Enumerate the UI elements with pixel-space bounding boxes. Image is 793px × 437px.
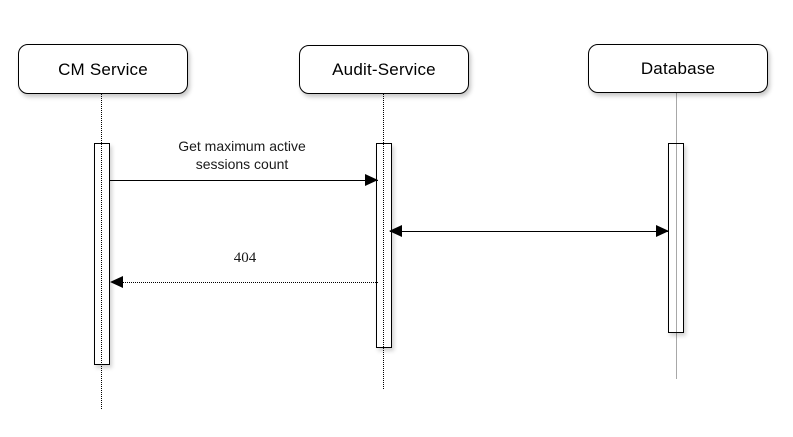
activation-bar-audit-service	[376, 143, 392, 348]
message-line-get-max-active-sessions[interactable]	[110, 180, 378, 181]
participant-box-database[interactable]: Database	[588, 44, 768, 93]
lifeline-audit-service	[383, 94, 384, 389]
message-label-get-max-active-sessions: Get maximum active sessions count	[178, 138, 306, 172]
activation-bar-database	[668, 143, 684, 333]
message-label-response-404: 404	[233, 250, 257, 266]
participant-label-cm-service: CM Service	[58, 59, 148, 79]
activation-bar-cm-service	[94, 143, 110, 365]
participant-label-audit-service: Audit-Service	[332, 60, 436, 79]
message-arrowhead-audit-database-exchange-left	[389, 225, 402, 237]
lifeline-database	[676, 93, 677, 379]
lifeline-cm-service	[101, 94, 102, 409]
message-arrowhead-audit-database-exchange-right	[656, 225, 669, 237]
participant-box-cm-service[interactable]: CM Service	[18, 44, 188, 94]
message-line-response-404[interactable]	[112, 282, 378, 283]
message-line-audit-database-exchange[interactable]	[390, 231, 668, 232]
participant-label-database: Database	[640, 59, 716, 78]
message-arrowhead-get-max-active-sessions	[365, 174, 378, 186]
participant-box-audit-service[interactable]: Audit-Service	[299, 45, 469, 94]
message-arrowhead-response-404	[110, 276, 123, 288]
